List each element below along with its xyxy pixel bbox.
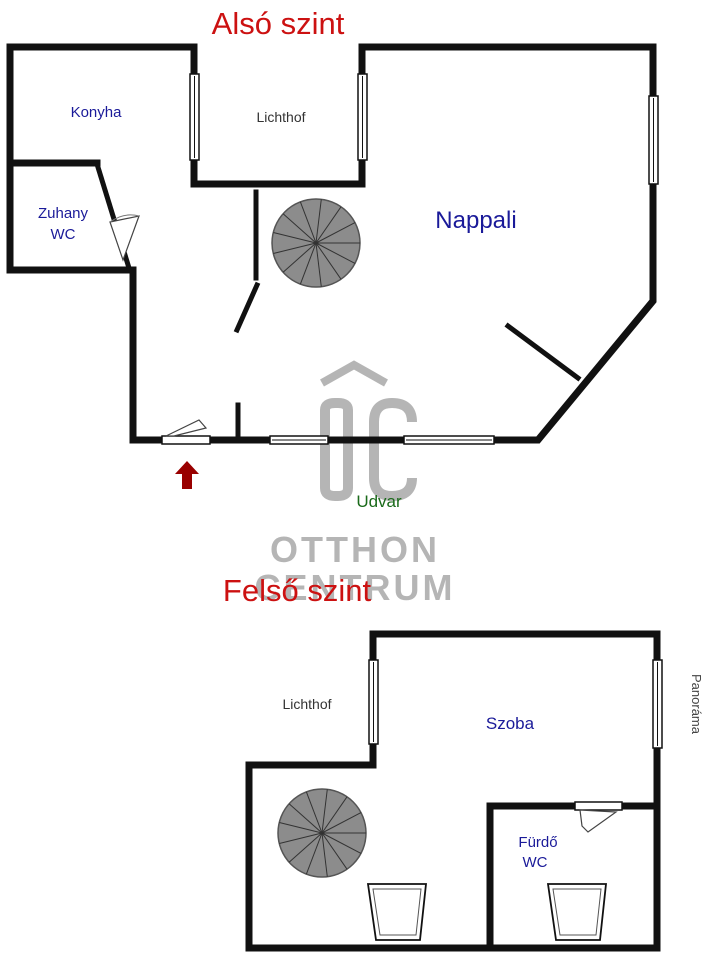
stair-tread <box>321 832 362 854</box>
watermark-logo-hat <box>320 360 388 387</box>
bathroom-door <box>574 801 623 833</box>
stair-tread <box>273 242 317 254</box>
room-label-kitchen: Konyha <box>71 104 123 121</box>
stair-tread <box>288 803 323 834</box>
stair-tread <box>315 242 356 264</box>
entrance-door <box>161 419 211 445</box>
stair-tread <box>279 832 323 844</box>
stair-tread <box>282 213 317 244</box>
stair-tread <box>299 242 317 285</box>
stair-tread <box>321 832 348 870</box>
stair-tread <box>315 199 322 244</box>
upper-level-title: Felső szint <box>223 573 372 608</box>
skylight-right <box>546 883 608 941</box>
stair-tread <box>321 796 348 834</box>
room-label-shower-wc: WC <box>51 226 76 243</box>
room-label-lightwell-upper: Lichthof <box>282 696 331 712</box>
stair-tread <box>305 791 323 834</box>
room-label-living-room: Nappali <box>435 207 516 234</box>
shower-door <box>94 163 140 269</box>
stair-tread <box>273 232 317 244</box>
room-label-lightwell-lower: Lichthof <box>256 109 305 125</box>
room-label-bathroom: Fürdő <box>518 834 557 851</box>
watermark-logo-o <box>320 398 353 501</box>
upper-level-windows <box>368 659 663 749</box>
lower-level-windows <box>189 73 659 445</box>
lower-spiral-staircase <box>271 198 361 288</box>
room-label-room: Szoba <box>486 714 535 733</box>
stair-tread <box>321 789 328 834</box>
stair-tread <box>321 832 328 877</box>
stair-tread <box>315 242 342 280</box>
stair-tread <box>321 812 362 834</box>
stair-tread <box>305 832 323 875</box>
label-yard: Udvar <box>356 492 402 511</box>
stair-tread <box>279 822 323 834</box>
watermark-text-centrum: CENTRUM <box>255 567 456 608</box>
upper-spiral-staircase <box>277 788 367 878</box>
skylight-left <box>366 883 428 941</box>
room-label-shower: Zuhany <box>38 205 89 222</box>
stair-tread <box>315 222 356 244</box>
lower-level-title: Alsó szint <box>212 6 345 41</box>
otthon-centrum-watermark: OTTHON CENTRUM <box>255 360 456 608</box>
stair-tread <box>315 242 322 287</box>
upper-level-walls <box>245 630 661 952</box>
label-panorama: Panoráma <box>689 674 704 735</box>
stair-tread <box>282 242 317 273</box>
watermark-logo-c <box>369 397 417 502</box>
stair-tread <box>288 832 323 863</box>
stair-tread <box>299 201 317 244</box>
room-label-bathroom-wc: WC <box>523 854 548 871</box>
watermark-text-otthon: OTTHON <box>270 529 440 570</box>
entrance-arrow-icon <box>175 461 199 489</box>
stair-tread <box>315 206 342 244</box>
